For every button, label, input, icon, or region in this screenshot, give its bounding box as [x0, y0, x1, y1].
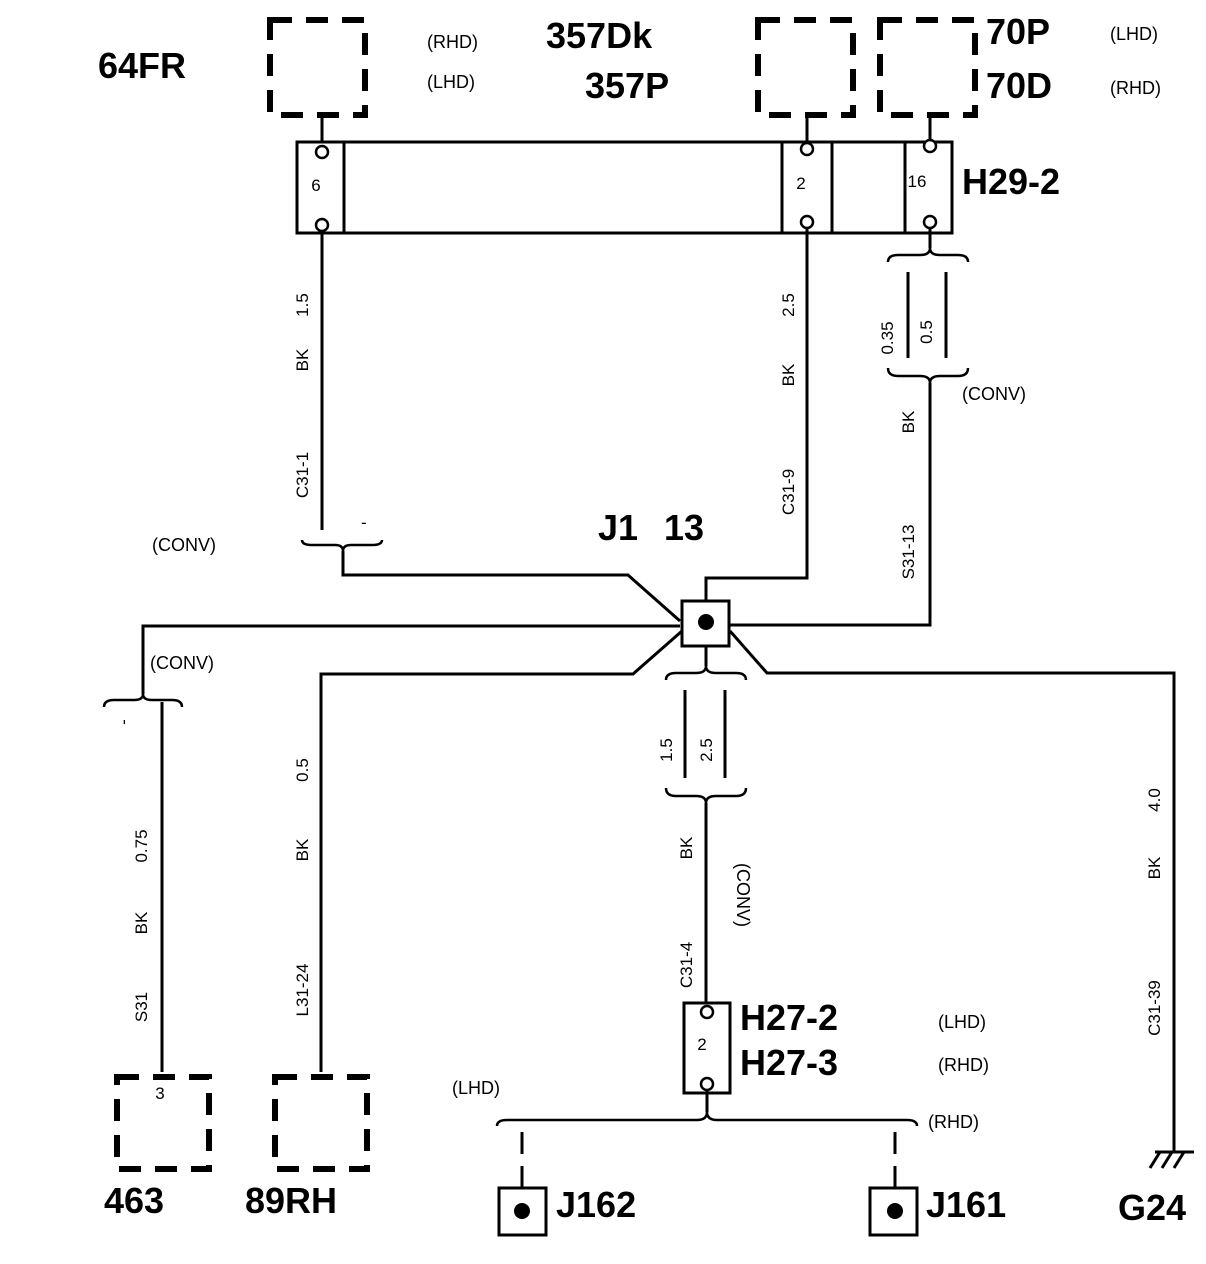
connector-h29-2: [295, 138, 954, 235]
wire-l31-24-color: BK: [293, 838, 312, 861]
wire-s31-circuit: S31: [132, 992, 151, 1022]
connector-h27-2-label: H27-2: [740, 997, 838, 1038]
component-70-box: [877, 17, 978, 118]
splice-j1: [680, 599, 731, 648]
variant-rhd-label-h27: (RHD): [938, 1055, 989, 1075]
wire-s31-size: 0.75: [132, 829, 151, 862]
variant-lhd-label-j162: (LHD): [452, 1078, 500, 1098]
connector-h29-pin-6: 6: [311, 176, 320, 195]
component-j161: [868, 1186, 919, 1237]
variant-conv-label-s31: (CONV): [150, 653, 214, 673]
component-89rh-box: [272, 1074, 370, 1172]
variant-rhd-label-j161: (RHD): [928, 1112, 979, 1132]
connector-h29-pin-16: 16: [908, 172, 927, 191]
wire-s31-13-color: BK: [899, 410, 918, 433]
component-463-label: 463: [104, 1180, 164, 1221]
wire-s31-13-circuit: S31-13: [899, 525, 918, 580]
wire-c31-9-circuit: C31-9: [779, 469, 798, 515]
component-463-box: [114, 1074, 212, 1172]
component-89rh-label: 89RH: [245, 1180, 337, 1221]
wire-c31-39-size: 4.0: [1145, 788, 1164, 812]
wire-c31-1-color: BK: [293, 348, 312, 371]
wire-c31-4-circuit: C31-4: [677, 942, 696, 988]
wire-c31-9-color: BK: [779, 363, 798, 386]
wire-c31-1-size: 1.5: [293, 293, 312, 317]
wire-l31-24-size: 0.5: [293, 758, 312, 782]
component-j162-label: J162: [556, 1184, 636, 1225]
variant-lhd-label: (LHD): [427, 72, 475, 92]
connector-h27: [682, 1001, 732, 1095]
component-357dk-label: 357Dk: [546, 15, 653, 56]
wire-c31-39-color: BK: [1145, 856, 1164, 879]
component-64fr-label: 64FR: [98, 45, 186, 86]
wire-c31-9-size: 2.5: [779, 293, 798, 317]
wire-c31-1-conv-mark: -: [361, 513, 367, 532]
ground-symbol-icon: [1148, 1150, 1194, 1169]
variant-lhd-label-h27: (LHD): [938, 1012, 986, 1032]
connector-h27-pin-2: 2: [697, 1035, 706, 1054]
component-64fr-box: [267, 17, 368, 118]
component-70p-label: 70P: [986, 11, 1050, 52]
wire-c31-4-size-b: 2.5: [697, 738, 716, 762]
component-357-box: [755, 17, 856, 118]
variant-conv-label-s31-13: (CONV): [962, 384, 1026, 404]
wire-s31-13-size-b: 0.5: [917, 320, 936, 344]
component-357p-label: 357P: [585, 65, 669, 106]
wire-c31-4-color: BK: [677, 836, 696, 859]
splice-j1-pin-label: 13: [664, 507, 704, 548]
variant-conv-label-c31-1: (CONV): [152, 535, 216, 555]
component-70d-label: 70D: [986, 65, 1052, 106]
wire-c31-4-size-a: 1.5: [657, 738, 676, 762]
component-463-pin-3: 3: [155, 1084, 164, 1103]
connector-h29-pin-2: 2: [796, 174, 805, 193]
wire-s31-13-size-a: 0.35: [878, 321, 897, 354]
splice-j1-label: J1: [598, 507, 638, 548]
wire-l31-24-circuit: L31-24: [293, 964, 312, 1017]
wire-c31-1-circuit: C31-1: [293, 452, 312, 498]
connector-h29-2-label: H29-2: [962, 161, 1060, 202]
wire-c31-39-circuit: C31-39: [1145, 980, 1164, 1036]
variant-conv-label-c31-4: (CONV): [733, 863, 753, 927]
variant-lhd-label-70: (LHD): [1110, 24, 1158, 44]
ground-g24-label: G24: [1118, 1187, 1186, 1228]
component-j162: [497, 1186, 548, 1237]
wire-s31-color: BK: [132, 911, 151, 934]
wire-s31-conv-mark: -: [114, 719, 133, 725]
connector-h27-3-label: H27-3: [740, 1042, 838, 1083]
component-j161-label: J161: [926, 1184, 1006, 1225]
variant-rhd-label: (RHD): [427, 32, 478, 52]
variant-rhd-label-70: (RHD): [1110, 78, 1161, 98]
